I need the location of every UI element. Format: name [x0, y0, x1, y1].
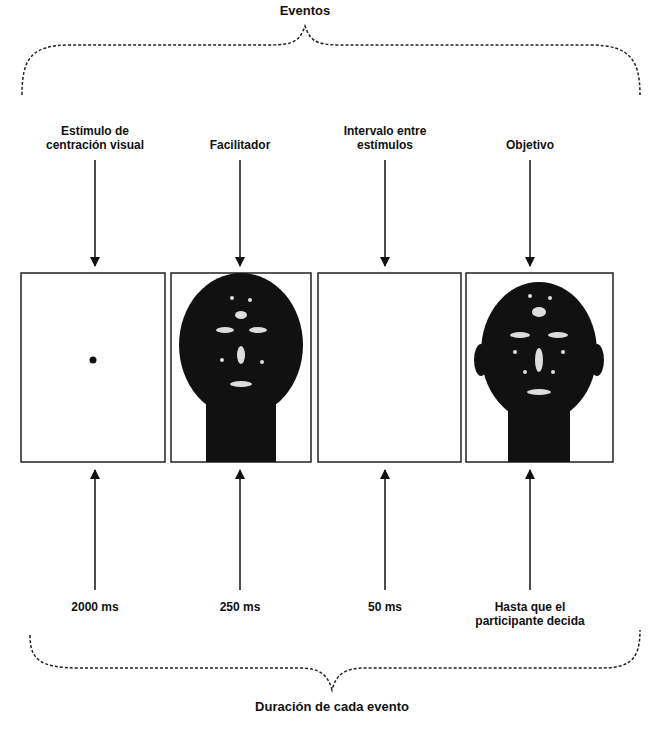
- face-target: [474, 282, 604, 462]
- duration-label: 250 ms: [180, 600, 300, 614]
- duration-label: 50 ms: [325, 600, 445, 614]
- event-label: Facilitador: [180, 138, 300, 152]
- caption: Duración de cada evento: [212, 700, 452, 714]
- duration-label: 2000 ms: [35, 600, 155, 614]
- brace-top: [22, 26, 640, 95]
- duration-label: Hasta que el participante decida: [468, 600, 592, 628]
- brace-bottom: [30, 630, 640, 690]
- event-label: Objetivo: [470, 138, 590, 152]
- event-label: Estímulo de centración visual: [36, 124, 154, 152]
- title: Eventos: [245, 4, 365, 18]
- face-prime: [179, 273, 303, 462]
- arrows-up: [95, 470, 530, 590]
- fixation-dot: [90, 357, 97, 364]
- arrows-down: [95, 160, 530, 266]
- event-label: Intervalo entre estímulos: [333, 124, 437, 152]
- frames: [21, 273, 613, 462]
